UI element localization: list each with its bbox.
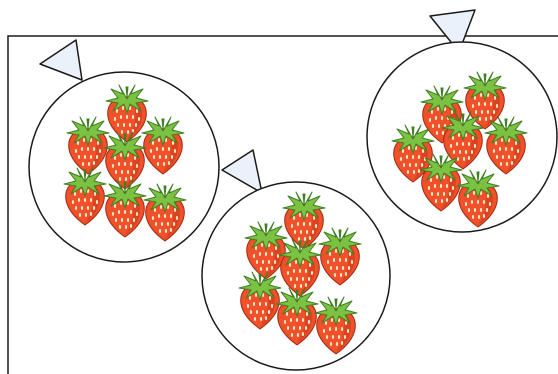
triangle-pointer-icon xyxy=(40,40,82,80)
triangle-pointer-icon xyxy=(222,150,262,193)
middle-group xyxy=(202,150,390,370)
left-group xyxy=(29,40,219,262)
right-group xyxy=(367,10,557,232)
